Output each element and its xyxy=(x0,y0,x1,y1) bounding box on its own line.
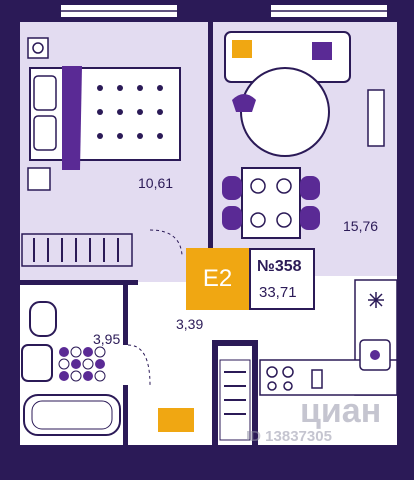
wall-bath-right-bottom xyxy=(123,385,128,445)
hall-area-label: 3,39 xyxy=(176,316,204,332)
chair-1 xyxy=(222,176,242,200)
bed-throw xyxy=(62,66,82,170)
decor-figure xyxy=(232,94,256,112)
total-area: 33,71 xyxy=(259,284,297,301)
wall-left xyxy=(0,0,20,480)
entry-mat xyxy=(158,408,194,432)
wall-corridor-block xyxy=(218,340,258,346)
bathtub-inner xyxy=(31,400,113,430)
apartment-number: №358 xyxy=(257,258,302,275)
washbasin xyxy=(21,344,53,382)
watermark-brand: циан xyxy=(300,392,382,430)
wall-bottom xyxy=(0,445,414,480)
wall-bedroom-bottom-left xyxy=(20,280,138,285)
wall-bedroom-living xyxy=(208,22,213,252)
lamp-icon xyxy=(32,42,44,54)
table-plates xyxy=(250,178,292,228)
kitchen-counter-bottom xyxy=(259,359,398,396)
living-room-area-label: 15,76 xyxy=(343,218,379,234)
chair-2 xyxy=(222,206,242,230)
chair-4 xyxy=(300,206,320,230)
pillow-top xyxy=(33,75,57,111)
stove-burners xyxy=(266,366,294,391)
wall-storage xyxy=(252,340,258,445)
bedroom-area-label: 10,61 xyxy=(138,175,174,191)
floor-lamp xyxy=(367,89,385,147)
sparkle-icon xyxy=(368,292,384,308)
nightstand-bottom xyxy=(27,167,51,191)
bath-mat-dots xyxy=(58,346,106,382)
door-swing-bath xyxy=(127,344,151,386)
round-rug xyxy=(240,67,330,157)
chair-3 xyxy=(300,176,320,200)
cushion-yellow xyxy=(232,40,252,58)
bed-pattern xyxy=(97,85,163,139)
wall-right xyxy=(397,0,414,480)
kettle xyxy=(311,369,323,389)
bathtub xyxy=(23,394,121,436)
apartment-code-badge: E2 xyxy=(186,248,249,310)
storage-hangers xyxy=(224,371,246,415)
door-swing-entry xyxy=(149,229,183,256)
wall-corridor xyxy=(212,340,218,445)
pillow-bottom xyxy=(33,115,57,151)
apartment-info-badge: №358 33,71 xyxy=(249,248,315,310)
sink-drain xyxy=(370,350,380,360)
wardrobe xyxy=(21,233,133,267)
bathroom-area-label: 3,95 xyxy=(93,331,121,347)
wardrobe-hangers xyxy=(33,238,119,262)
watermark-id: ID 13837305 xyxy=(246,428,332,445)
toilet xyxy=(29,301,57,337)
cushion-purple xyxy=(312,42,332,60)
wall-bath-right-top xyxy=(123,285,128,345)
nightstand-top xyxy=(27,37,49,59)
dining-table xyxy=(241,167,301,239)
